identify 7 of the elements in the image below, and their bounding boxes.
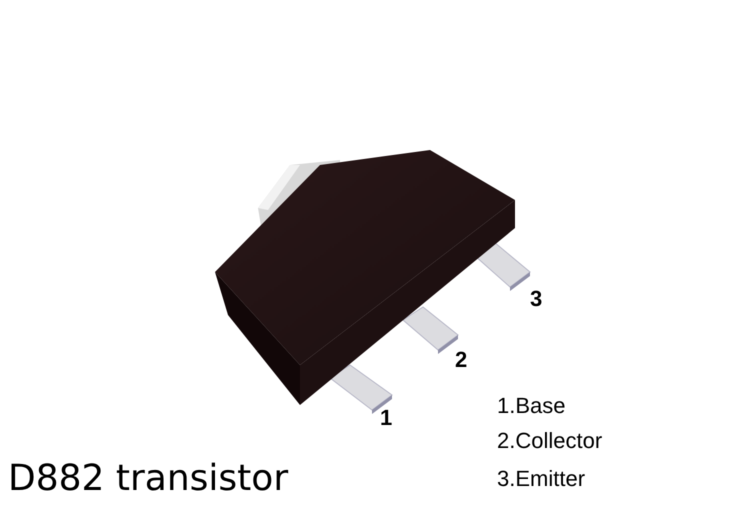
pin-number: 2 [455, 347, 468, 373]
pin-number: 1 [380, 405, 392, 431]
caption: D882 transistor [8, 458, 288, 499]
pin-description: 1.Base [497, 393, 566, 419]
pin-number: 3 [530, 286, 542, 312]
pin-description: 3.Emitter [497, 466, 586, 492]
pin-description: 2.Collector [497, 428, 602, 454]
